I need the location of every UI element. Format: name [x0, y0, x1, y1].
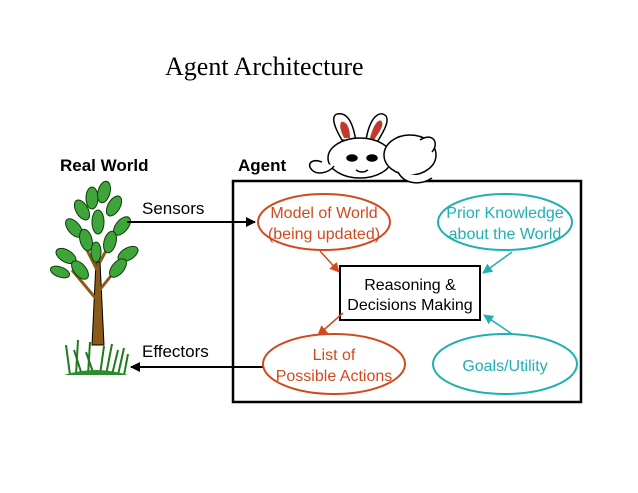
prior-knowledge-line1: Prior Knowledge	[446, 205, 564, 222]
reasoning-node	[339, 265, 481, 321]
reasoning-line1: Reasoning &	[364, 277, 456, 294]
reasoning-line2: Decisions Making	[347, 297, 472, 314]
prior-knowledge-line2: about the World	[449, 226, 562, 243]
model-to-reasoning-arrow	[319, 250, 340, 273]
goals-line1: Goals/Utility	[462, 358, 547, 375]
tree-icon	[49, 180, 139, 376]
possible-actions-line2: Possible Actions	[276, 368, 393, 385]
model-of-world-node	[257, 193, 391, 251]
sensors-label: Sensors	[142, 199, 205, 218]
prior-knowledge-node	[437, 193, 573, 251]
diagram-title: Agent Architecture	[165, 52, 364, 81]
reasoning-to-actions-arrow	[317, 312, 344, 336]
effectors-label: Effectors	[142, 342, 209, 361]
possible-actions-line1: List of	[313, 347, 356, 364]
goals-to-reasoning-arrow	[483, 314, 513, 335]
rabbit-icon	[308, 112, 437, 184]
model-of-world-line2: (being updated)	[268, 226, 380, 243]
prior-to-reasoning-arrow	[482, 251, 513, 274]
possible-actions-node	[262, 333, 406, 395]
real-world-label: Real World	[60, 156, 149, 175]
agent-label: Agent	[238, 156, 287, 175]
model-of-world-line1: Model of World	[270, 205, 377, 222]
goals-node	[432, 333, 578, 395]
